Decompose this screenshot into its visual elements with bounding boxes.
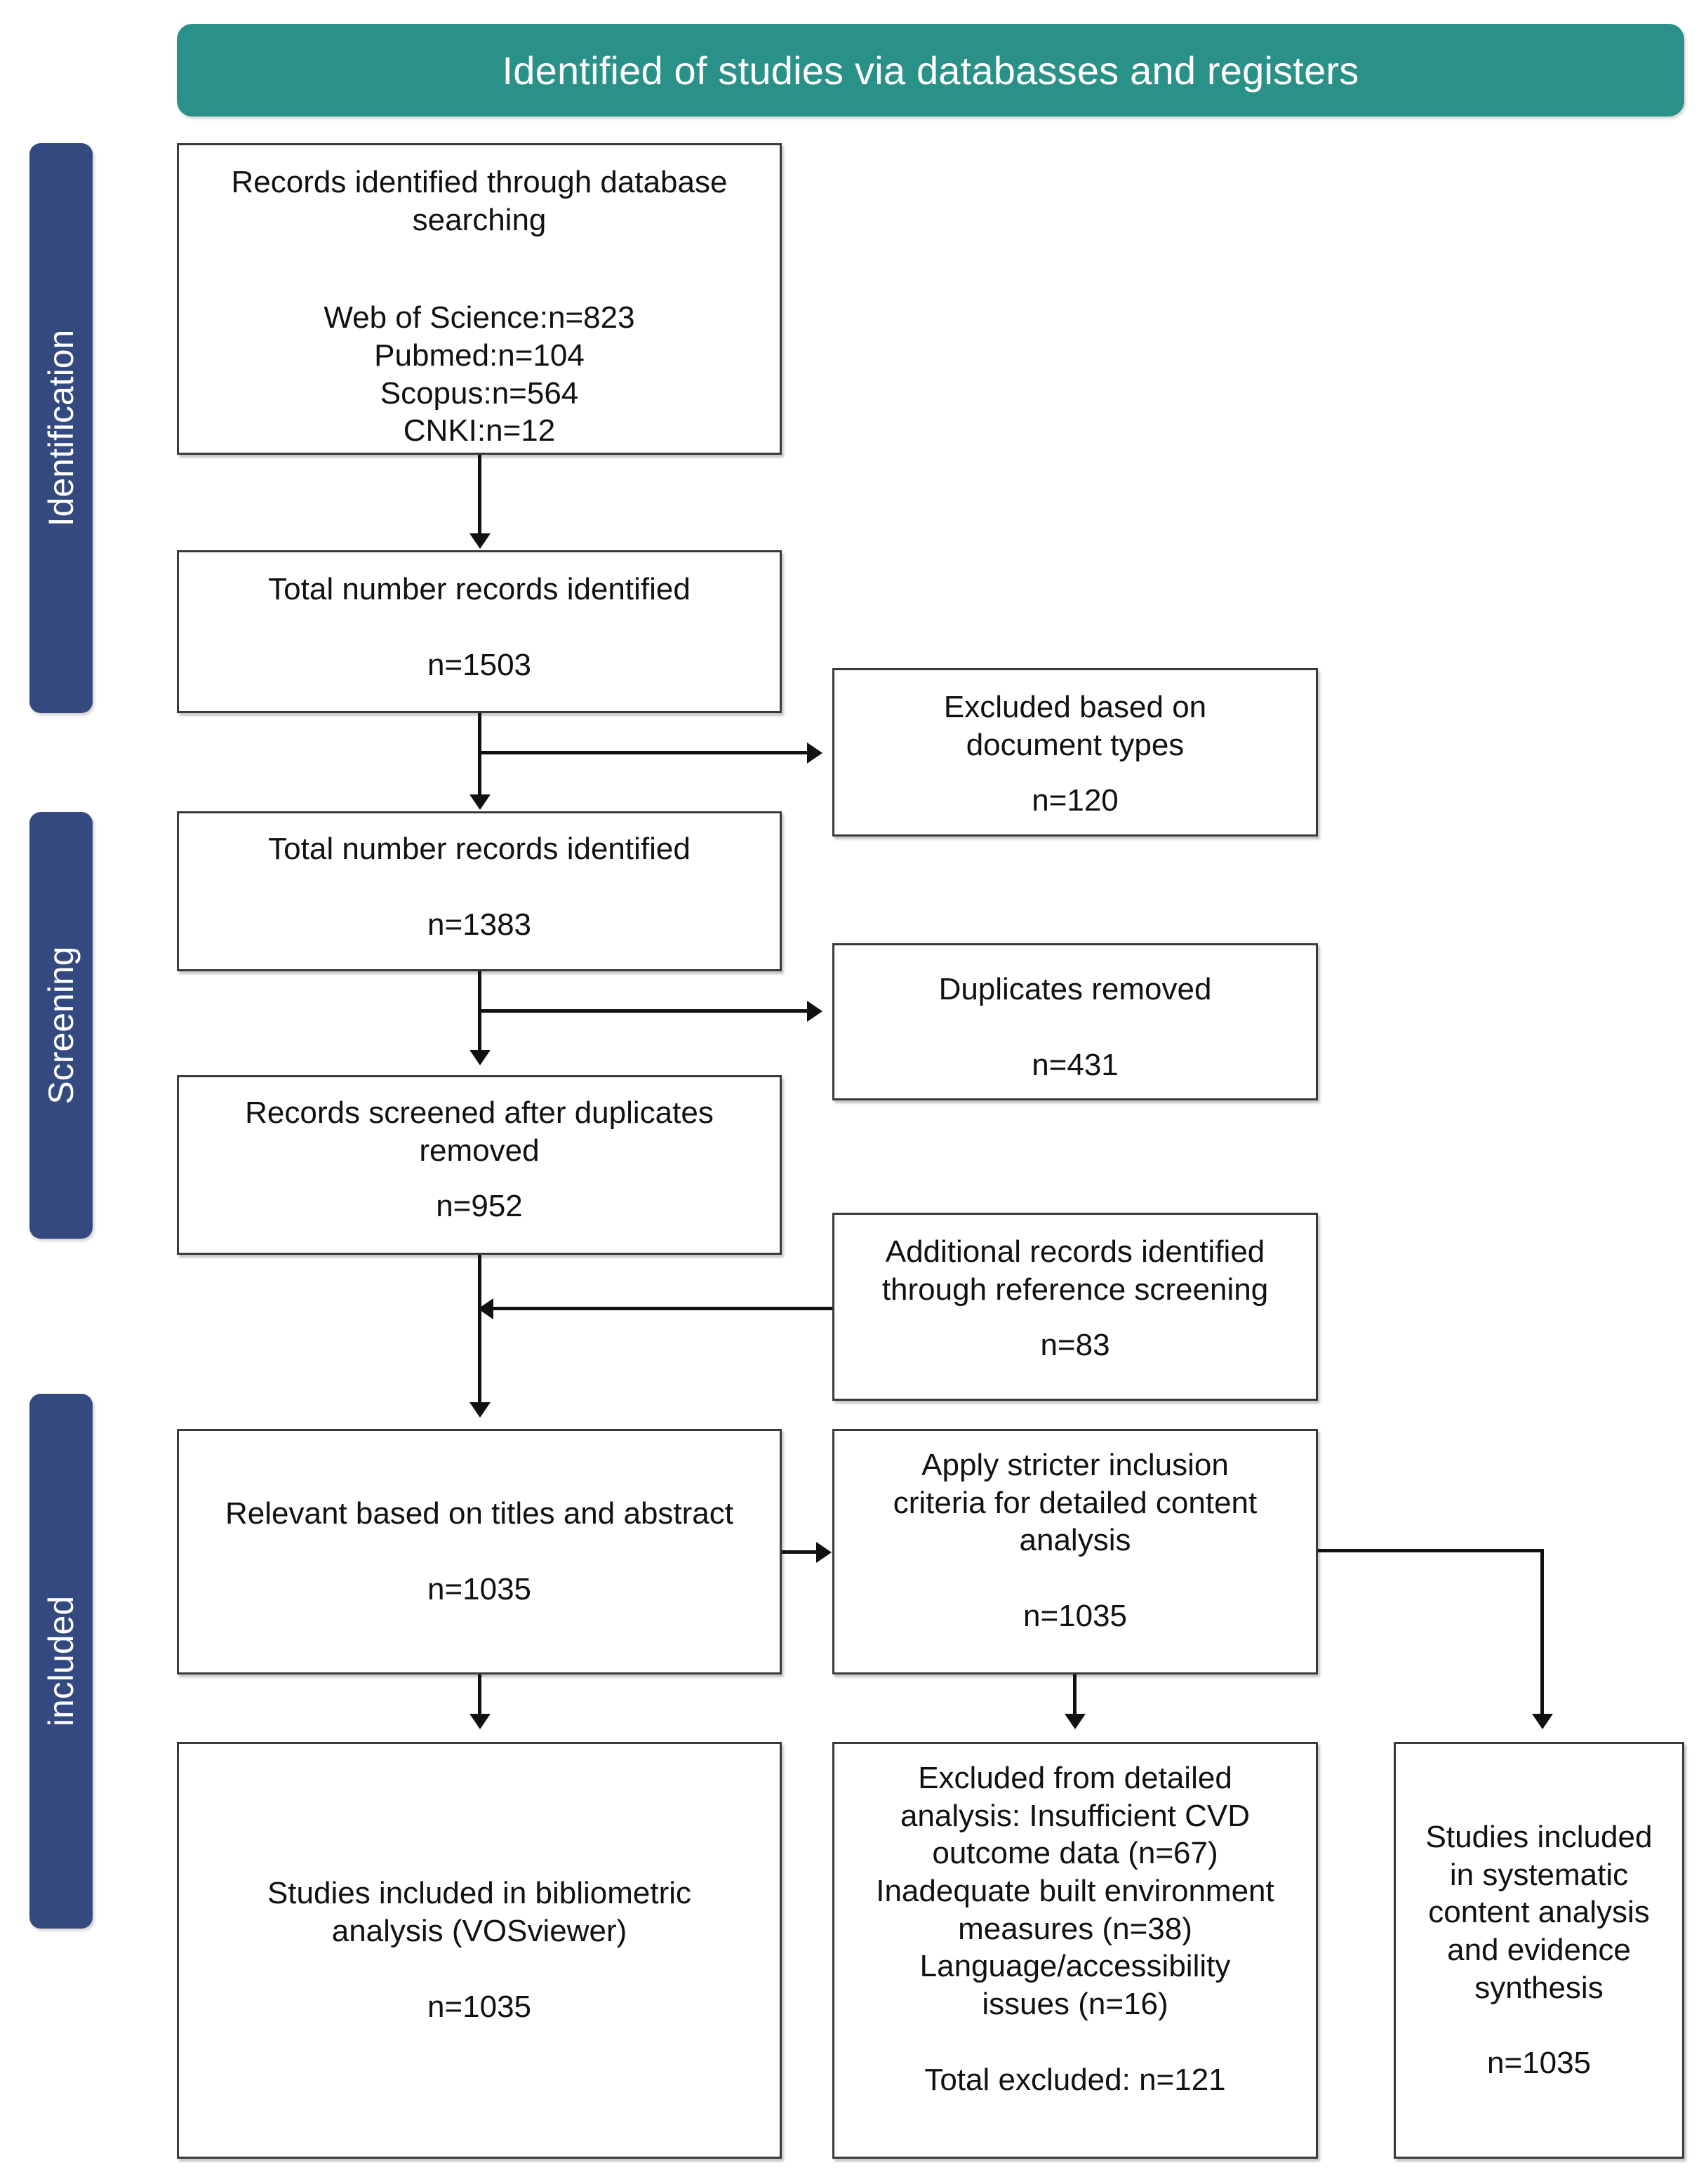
box-biblio-line1: Studies included in bibliometric	[267, 1876, 692, 1911]
box-stricter-line2: criteria for detailed content	[893, 1485, 1258, 1520]
stage-rail-screening-label: Screening	[41, 946, 81, 1105]
box-excl-doctypes-line1: Excluded based on	[943, 690, 1207, 724]
arrow-total1383-to-screened952	[469, 1050, 491, 1065]
box-relevant-titles-abstract: Relevant based on titles and abstract n=…	[177, 1429, 782, 1674]
box-relevant-title: Relevant based on titles and abstract	[225, 1496, 733, 1531]
box-excl-detailed-line7: issues (n=16)	[982, 1987, 1168, 2022]
box-excl-detailed-line6: Language/accessibility	[919, 1949, 1231, 1984]
box-records-screened-952: Records screened after duplicates remove…	[177, 1075, 782, 1255]
box-systematic-line2: in systematic	[1449, 1857, 1629, 1892]
box-duplicates-removed: Duplicates removed n=431	[832, 943, 1318, 1100]
box-studies-included-bibliometric: Studies included in bibliometric analysi…	[177, 1742, 782, 2159]
connector-relevant1035-to-bibliometric	[478, 1674, 481, 1715]
stage-rail-identification: Identification	[29, 143, 93, 713]
source-pubmed: Pubmed:n=104	[374, 338, 585, 373]
stage-rail-included: included	[29, 1394, 93, 1929]
box-db-search-title-line2: searching	[412, 202, 547, 237]
box-stricter-line1: Apply stricter inclusion	[921, 1448, 1229, 1482]
box-screened-count: n=952	[436, 1189, 523, 1224]
box-total-records-identified-1383: Total number records identified n=1383	[177, 811, 782, 971]
box-systematic-count: n=1035	[1486, 2046, 1592, 2081]
connector-total1503-to-total1383	[478, 713, 481, 796]
box-excluded-detailed-analysis: Excluded from detailed analysis: Insuffi…	[832, 1742, 1318, 2159]
box-stricter-line3: analysis	[1019, 1523, 1131, 1558]
box-additional-count: n=83	[1040, 1328, 1110, 1363]
box-studies-included-systematic: Studies included in systematic content a…	[1394, 1742, 1684, 2159]
box-total-1503-count: n=1503	[427, 647, 532, 682]
source-cnki: CNKI:n=12	[403, 413, 556, 448]
box-excl-detailed-line4: Inadequate built environment	[876, 1874, 1274, 1909]
box-systematic-line3: content analysis	[1428, 1895, 1650, 1930]
connector-total1383-to-duplicates	[478, 1009, 808, 1013]
arrow-total1503-to-total1383	[469, 794, 491, 810]
connector-total1503-to-excluded-doctypes	[478, 751, 808, 754]
arrow-dbsearch-to-total1503	[469, 533, 491, 549]
box-excl-detailed-line1: Excluded from detailed	[918, 1761, 1232, 1795]
arrow-to-excluded-doctypes	[807, 743, 822, 764]
arrow-stricter-to-systematic	[1532, 1714, 1553, 1729]
box-additional-line1: Additional records identified	[885, 1234, 1265, 1269]
box-excl-detailed-total: Total excluded: n=121	[924, 2062, 1226, 2097]
stage-rail-included-label: included	[41, 1595, 81, 1727]
arrow-to-duplicates	[807, 1001, 822, 1022]
box-excl-detailed-line2: analysis: Insufficient CVD	[900, 1798, 1251, 1833]
box-excl-doctypes-count: n=120	[1032, 783, 1119, 818]
box-excl-detailed-line3: outcome data (n=67)	[932, 1836, 1218, 1871]
box-biblio-count: n=1035	[427, 1989, 532, 2024]
box-biblio-line2: analysis (VOSviewer)	[331, 1914, 627, 1949]
arrow-screened952-to-relevant1035	[469, 1402, 491, 1418]
box-excluded-document-types: Excluded based on document types n=120	[832, 668, 1318, 837]
box-total-1383-count: n=1383	[427, 907, 532, 942]
box-records-identified-database-search: Records identified through database sear…	[177, 143, 782, 455]
box-screened-line2: removed	[419, 1133, 540, 1168]
box-duplicates-title: Duplicates removed	[938, 972, 1212, 1006]
box-systematic-line1: Studies included	[1425, 1819, 1653, 1854]
stage-rail-screening: Screening	[29, 812, 93, 1239]
box-total-records-identified-1503: Total number records identified n=1503	[177, 550, 782, 713]
box-relevant-count: n=1035	[427, 1572, 532, 1606]
connector-relevant1035-to-stricter	[782, 1550, 817, 1554]
box-db-search-title-line1: Records identified through database	[231, 165, 728, 199]
arrow-additional83-to-trunk	[478, 1298, 493, 1319]
box-stricter-count: n=1035	[1022, 1599, 1128, 1634]
stage-rail-identification-label: Identification	[41, 329, 81, 527]
box-duplicates-count: n=431	[1032, 1047, 1119, 1082]
arrow-relevant1035-to-bibliometric	[469, 1714, 491, 1729]
source-web-of-science: Web of Science:n=823	[324, 300, 635, 335]
box-excl-detailed-line5: measures (n=38)	[958, 1911, 1192, 1946]
connector-stricter-to-systematic-vertical	[1540, 1549, 1544, 1715]
box-systematic-line5: synthesis	[1474, 1970, 1604, 2005]
box-total-1503-title: Total number records identified	[268, 572, 691, 606]
connector-stricter-to-systematic-horizontal	[1318, 1549, 1544, 1552]
box-apply-stricter-inclusion-criteria: Apply stricter inclusion criteria for de…	[832, 1429, 1318, 1674]
box-additional-records-reference-screening: Additional records identified through re…	[832, 1213, 1318, 1401]
arrow-relevant1035-to-stricter	[816, 1542, 832, 1563]
connector-screened952-to-relevant1035	[478, 1255, 481, 1404]
source-scopus: Scopus:n=564	[380, 375, 579, 411]
connector-additional83-to-trunk	[491, 1307, 832, 1310]
box-screened-line1: Records screened after duplicates	[245, 1096, 714, 1130]
arrow-stricter-to-excluded-detailed	[1065, 1714, 1086, 1729]
box-systematic-line4: and evidence	[1447, 1933, 1631, 1967]
connector-stricter-to-excluded-detailed	[1073, 1674, 1077, 1715]
diagram-header-title: Identified of studies via databasses and…	[502, 48, 1359, 93]
diagram-header-banner: Identified of studies via databasses and…	[177, 24, 1684, 116]
connector-dbsearch-to-total1503	[478, 455, 481, 535]
box-additional-line2: through reference screening	[881, 1272, 1269, 1307]
box-total-1383-title: Total number records identified	[268, 832, 691, 866]
box-excl-doctypes-line2: document types	[966, 727, 1185, 762]
